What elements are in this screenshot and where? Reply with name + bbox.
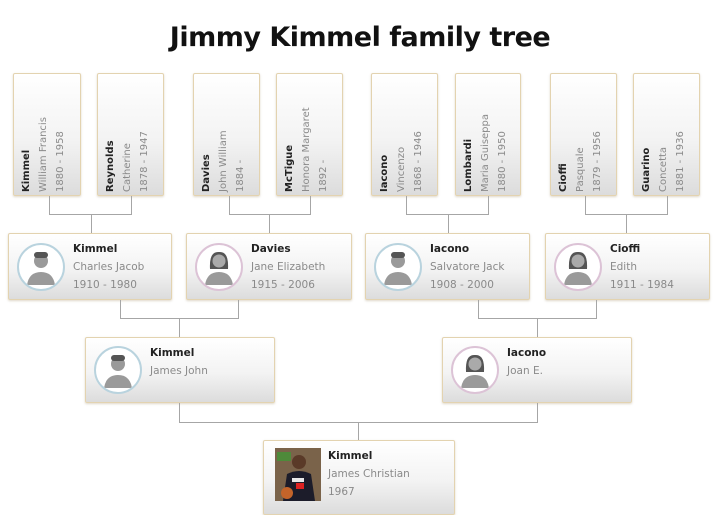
person-card-reynolds-catherine[interactable]: Reynolds Catherine 1878 - 1947 [97,73,164,196]
person-card-cioffi-edith[interactable]: Cioffi Edith 1911 - 1984 [545,233,710,300]
connector [179,403,180,422]
surname: Lombardi [463,138,474,192]
given-name: Charles Jacob [73,261,145,273]
surname: Reynolds [105,140,116,192]
connector [131,196,132,214]
given-name: Catherine [122,143,133,192]
surname: Kimmel [150,347,195,359]
life-years: 1879 - 1956 [592,131,603,192]
person-card-kimmel-james-christian[interactable]: Kimmel James Christian 1967 [263,440,455,515]
life-years: 1880 - 1958 [55,131,66,192]
given-name: Jane Elizabeth [251,261,326,273]
male-avatar-icon [374,243,422,291]
surname: Kimmel [328,450,373,462]
female-avatar-icon [195,243,243,291]
connector [585,196,586,214]
connector [406,214,489,215]
given-name: Maria Guiseppa [480,113,491,192]
life-years: 1884 - [235,159,246,192]
life-years: 1878 - 1947 [139,131,150,192]
life-years: 1892 - [318,159,329,192]
connector [238,300,239,318]
surname: Iacono [379,154,390,192]
connector [229,214,311,215]
given-name: John William [218,130,229,192]
surname: Davies [251,243,291,255]
person-card-lombardi-maria[interactable]: Lombardi Maria Guiseppa 1880 - 1950 [455,73,521,196]
connector [448,214,449,233]
given-name: Concetta [658,146,669,192]
surname: McTigue [284,144,295,192]
surname: Cioffi [558,163,569,192]
life-years: 1915 - 2006 [251,279,315,291]
surname: Guarino [641,147,652,192]
life-years: 1868 - 1946 [413,131,424,192]
person-card-kimmel-william[interactable]: Kimmel William Francis 1880 - 1958 [13,73,81,196]
given-name: Joan E. [507,365,543,377]
given-name: Edith [610,261,637,273]
given-name: Honora Margaret [301,107,312,192]
connector [229,196,230,214]
connector [478,300,479,318]
surname: Iacono [507,347,547,359]
person-card-kimmel-james-john[interactable]: Kimmel James John [85,337,275,403]
surname: Kimmel [21,149,32,192]
surname: Cioffi [610,243,641,255]
person-photo [275,448,321,501]
male-avatar-icon [94,346,142,394]
given-name: Vincenzo [396,146,407,192]
connector [49,196,50,214]
given-name: William Francis [38,117,49,192]
connector [626,214,627,233]
person-card-kimmel-charles[interactable]: Kimmel Charles Jacob 1910 - 1980 [8,233,172,300]
page-title: Jimmy Kimmel family tree [169,22,551,53]
connector [358,422,359,440]
given-name: Pasquale [575,147,586,192]
connector [406,196,407,214]
person-card-guarino-concetta[interactable]: Guarino Concetta 1881 - 1936 [633,73,700,196]
person-card-iacono-salvatore[interactable]: Iacono Salvatore Jack 1908 - 2000 [365,233,530,300]
given-name: James John [150,365,208,377]
connector [537,318,538,337]
connector [310,196,311,214]
connector [488,196,489,214]
life-years: 1881 - 1936 [675,131,686,192]
connector [179,318,180,337]
given-name: James Christian [328,468,410,480]
life-years: 1908 - 2000 [430,279,494,291]
connector [596,300,597,318]
life-years: 1880 - 1950 [497,131,508,192]
connector [120,300,121,318]
surname: Davies [201,154,212,192]
surname: Iacono [430,243,470,255]
female-avatar-icon [554,243,602,291]
male-avatar-icon [17,243,65,291]
connector [269,214,270,233]
surname: Kimmel [73,243,118,255]
connector [667,196,668,214]
person-card-davies-jane[interactable]: Davies Jane Elizabeth 1915 - 2006 [186,233,352,300]
life-years: 1967 [328,486,355,498]
connector [537,403,538,422]
life-years: 1911 - 1984 [610,279,674,291]
female-avatar-icon [451,346,499,394]
person-card-cioffi-pasquale[interactable]: Cioffi Pasquale 1879 - 1956 [550,73,617,196]
life-years: 1910 - 1980 [73,279,137,291]
connector [91,214,92,233]
person-card-davies-john[interactable]: Davies John William 1884 - [193,73,260,196]
connector [49,214,132,215]
person-card-iacono-vincenzo[interactable]: Iacono Vincenzo 1868 - 1946 [371,73,438,196]
person-card-mctigue-honora[interactable]: McTigue Honora Margaret 1892 - [276,73,343,196]
given-name: Salvatore Jack [430,261,505,273]
person-card-iacono-joan[interactable]: Iacono Joan E. [442,337,632,403]
